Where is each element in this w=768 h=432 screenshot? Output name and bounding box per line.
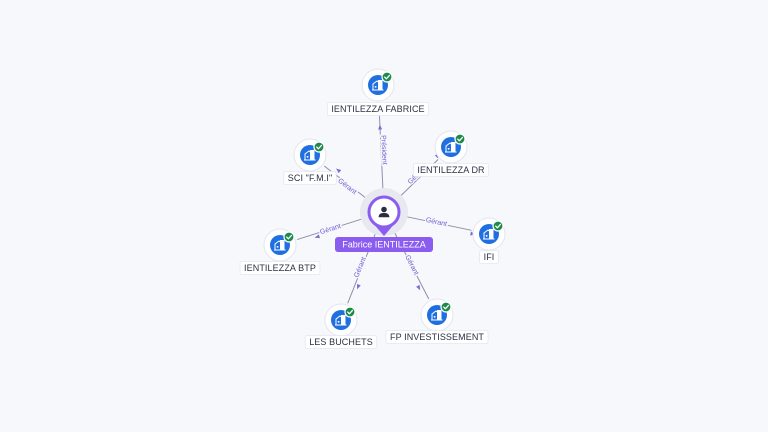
verified-check-icon xyxy=(492,220,504,232)
relation-label-ifi: Gérant xyxy=(425,217,447,228)
relation-label-sci-fmi: Gérant xyxy=(336,178,357,197)
center-person-node[interactable]: Fabrice IENTILEZZA xyxy=(335,188,433,252)
company-label-box xyxy=(239,261,321,275)
company-building-icon xyxy=(335,315,347,326)
company-label-box xyxy=(304,335,378,349)
company-label-box xyxy=(326,102,430,116)
center-label: Fabrice IENTILEZZA xyxy=(342,240,426,250)
edge-ifi xyxy=(401,215,472,231)
verified-check-icon xyxy=(283,231,295,243)
edge-arrow-sci-fmi xyxy=(336,168,342,174)
company-label-box xyxy=(479,250,499,264)
verified-check-icon xyxy=(381,71,393,83)
relation-label-les-buchets: Gérant xyxy=(353,256,367,279)
company-node-ientilezza-btp[interactable]: IENTILEZZA BTP xyxy=(239,228,321,275)
company-label: LES BUCHETS xyxy=(309,337,373,347)
company-node-ifi[interactable]: IFI xyxy=(472,217,506,264)
company-label-box xyxy=(283,171,337,185)
company-building-icon xyxy=(445,142,457,153)
verified-check-icon xyxy=(313,141,325,153)
company-label: IENTILEZZA BTP xyxy=(244,263,316,273)
company-node-ientilezza-dr[interactable]: IENTILEZZA DR xyxy=(412,130,490,177)
company-building-icon xyxy=(274,240,286,251)
edge-arrow-les-buchets xyxy=(357,283,361,290)
person-icon xyxy=(378,206,390,218)
edge-arrow-fp-investissement xyxy=(416,284,421,291)
relation-label-fp-investissement: Gérant xyxy=(403,254,419,276)
company-label: SCI "F.M.I" xyxy=(288,173,333,183)
relation-label-ientilezza-fabrice: Président xyxy=(379,135,387,165)
edge-ientilezza-btp xyxy=(297,216,367,241)
center-label-box xyxy=(335,237,433,252)
company-building-icon xyxy=(431,310,443,321)
company-label: IFI xyxy=(484,252,495,262)
company-building-icon xyxy=(372,80,384,91)
company-node-les-buchets[interactable]: LES BUCHETS xyxy=(304,303,378,349)
verified-check-icon xyxy=(440,301,452,313)
company-label: FP INVESTISSEMENT xyxy=(390,332,484,342)
company-node-fp-investissement[interactable]: FP INVESTISSEMENT xyxy=(385,298,489,344)
verified-check-icon xyxy=(344,306,356,318)
verified-check-icon xyxy=(454,133,466,145)
relation-label-ientilezza-btp: Gérant xyxy=(319,223,342,236)
company-building-icon xyxy=(483,229,495,240)
company-node-ientilezza-fabrice[interactable]: IENTILEZZA FABRICE xyxy=(326,68,430,116)
company-label: IENTILEZZA DR xyxy=(417,165,485,175)
company-label-box xyxy=(385,330,489,344)
edge-ientilezza-fabrice xyxy=(378,102,384,195)
nodes-layer: IENTILEZZA FABRICE IENTILEZZA DR IFI FP INV… xyxy=(239,68,506,349)
company-node-sci-fmi[interactable]: SCI "F.M.I" xyxy=(283,138,337,185)
company-building-icon xyxy=(304,150,316,161)
company-label: IENTILEZZA FABRICE xyxy=(331,104,424,114)
company-label-box xyxy=(412,163,490,177)
edge-arrow-ientilezza-btp xyxy=(314,234,320,239)
edge-arrow-ientilezza-fabrice xyxy=(378,124,383,130)
